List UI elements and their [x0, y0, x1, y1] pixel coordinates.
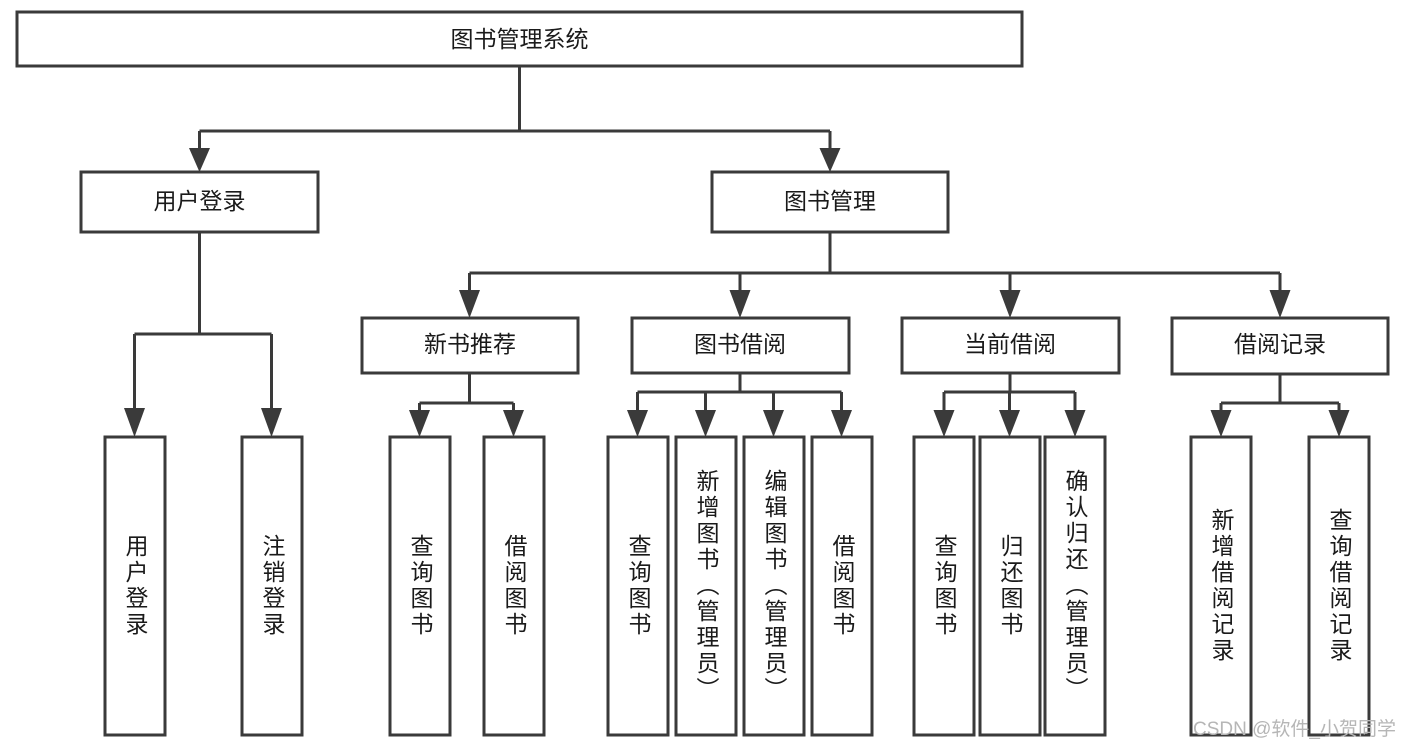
leaf-node-edit-book[interactable]: 编辑图书（管理员） — [742, 435, 806, 737]
node-book-borrow[interactable]: 图书借阅 — [630, 316, 851, 375]
arrow-head-current-borrow — [999, 290, 1021, 318]
arrow-head-leaf-borrow-book-1 — [503, 410, 524, 437]
node-book-management-box[interactable] — [710, 170, 950, 234]
node-root[interactable]: 图书管理系统 — [15, 10, 1024, 68]
leaf-borrow-book-2-box[interactable] — [810, 435, 874, 737]
arrow-head-leaf-edit-book — [763, 410, 784, 437]
node-user-login-label: 用户登录 — [154, 188, 246, 214]
node-root-box[interactable] — [15, 10, 1024, 68]
leaf-node-add-record[interactable]: 新增借阅记录 — [1189, 435, 1253, 737]
arrow-head-user-login — [189, 148, 210, 172]
leaf-confirm-return-label: 确认归还（管理员） — [1062, 469, 1089, 703]
leaf-borrow-book-2-label: 借阅图书 — [829, 534, 856, 638]
leaf-query-book-3-label: 查询图书 — [931, 534, 958, 638]
arrow-head-leaf-query-book-2 — [627, 410, 648, 437]
arrow-head-new-book-recommend — [459, 290, 480, 318]
leaf-node-borrow-book-2[interactable]: 借阅图书 — [810, 435, 874, 737]
leaf-return-book-label: 归还图书 — [997, 534, 1024, 638]
node-user-login[interactable]: 用户登录 — [79, 170, 320, 234]
node-borrow-record-box[interactable] — [1170, 316, 1390, 376]
node-borrow-record-label: 借阅记录 — [1234, 331, 1326, 357]
node-current-borrow-box[interactable] — [900, 316, 1121, 375]
leaf-node-return-book[interactable]: 归还图书 — [978, 435, 1042, 737]
arrow-head-borrow-record — [1269, 290, 1291, 318]
leaf-edit-book-box[interactable] — [742, 435, 806, 737]
leaf-logout-login-box[interactable] — [240, 435, 304, 737]
leaf-node-query-record[interactable]: 查询借阅记录 — [1307, 435, 1371, 737]
arrow-head-leaf-add-record — [1210, 410, 1232, 437]
connector-group-book-management-children — [459, 232, 1291, 318]
leaf-add-record-box[interactable] — [1189, 435, 1253, 737]
node-current-borrow[interactable]: 当前借阅 — [900, 316, 1121, 375]
leaf-add-book-box[interactable] — [674, 435, 738, 737]
arrow-head-book-management — [819, 148, 841, 172]
leaf-node-query-book-1[interactable]: 查询图书 — [388, 435, 452, 737]
arrow-head-leaf-return-book — [999, 410, 1020, 437]
leaf-node-add-book[interactable]: 新增图书（管理员） — [674, 435, 738, 737]
connector-group-current-borrow-children — [933, 373, 1086, 437]
leaf-user-login-label: 用户登录 — [122, 534, 149, 638]
node-book-management[interactable]: 图书管理 — [710, 170, 950, 234]
node-new-book-recommend-box[interactable] — [360, 316, 580, 375]
leaf-user-login-box[interactable] — [103, 435, 167, 737]
connector-group-user-login-children — [124, 232, 282, 437]
leaf-add-book-label: 新增图书（管理员） — [693, 469, 720, 703]
node-user-login-box[interactable] — [79, 170, 320, 234]
leaf-borrow-book-1-label: 借阅图书 — [501, 534, 528, 638]
connector-group-root-to-level2 — [189, 66, 841, 172]
leaf-borrow-book-1-box[interactable] — [482, 435, 546, 737]
node-book-borrow-label: 图书借阅 — [694, 331, 786, 357]
leaf-logout-login-label: 注销登录 — [259, 534, 286, 638]
node-book-borrow-box[interactable] — [630, 316, 851, 375]
csdn-watermark: CSDN @软件_小贺同学 — [1193, 718, 1396, 740]
leaf-node-logout-login[interactable]: 注销登录 — [240, 435, 304, 737]
arrow-head-leaf-borrow-book-2 — [831, 410, 852, 437]
node-new-book-recommend[interactable]: 新书推荐 — [360, 316, 580, 375]
arrow-head-leaf-query-book-1 — [409, 410, 430, 437]
leaf-node-confirm-return[interactable]: 确认归还（管理员） — [1043, 435, 1107, 737]
leaf-query-book-1-box[interactable] — [388, 435, 452, 737]
node-borrow-record[interactable]: 借阅记录 — [1170, 316, 1390, 376]
arrow-head-book-borrow — [729, 290, 751, 318]
node-new-book-recommend-label: 新书推荐 — [424, 331, 516, 357]
node-current-borrow-label: 当前借阅 — [964, 331, 1056, 357]
arrow-head-leaf-add-book — [695, 410, 716, 437]
arrow-head-leaf-query-record — [1328, 410, 1350, 437]
leaf-add-record-label: 新增借阅记录 — [1208, 508, 1235, 664]
leaf-query-book-2-label: 查询图书 — [625, 534, 652, 638]
leaf-query-book-2-box[interactable] — [606, 435, 670, 737]
node-book-management-label: 图书管理 — [784, 188, 876, 214]
leaf-node-query-book-3[interactable]: 查询图书 — [912, 435, 976, 737]
leaf-confirm-return-box[interactable] — [1043, 435, 1107, 737]
leaf-query-record-label: 查询借阅记录 — [1326, 508, 1353, 664]
leaf-query-book-3-box[interactable] — [912, 435, 976, 737]
leaf-node-borrow-book-1[interactable]: 借阅图书 — [482, 435, 546, 737]
leaf-return-book-box[interactable] — [978, 435, 1042, 737]
connector-group-book-borrow-children — [627, 373, 852, 437]
arrow-head-leaf-logout-login — [261, 408, 282, 437]
leaf-node-user-login[interactable]: 用户登录 — [103, 435, 167, 737]
leaf-node-query-book-2[interactable]: 查询图书 — [606, 435, 670, 737]
arrow-head-leaf-confirm-return — [1064, 410, 1086, 437]
connector-group-new-book-recommend-children — [409, 373, 524, 437]
leaf-query-record-box[interactable] — [1307, 435, 1371, 737]
leaf-edit-book-label: 编辑图书（管理员） — [761, 469, 788, 703]
leaf-query-book-1-label: 查询图书 — [407, 534, 434, 638]
arrow-head-leaf-user-login — [124, 408, 145, 437]
connector-group-borrow-record-children — [1210, 375, 1350, 437]
node-root-label: 图书管理系统 — [451, 26, 589, 52]
arrow-head-leaf-query-book-3 — [933, 410, 955, 437]
